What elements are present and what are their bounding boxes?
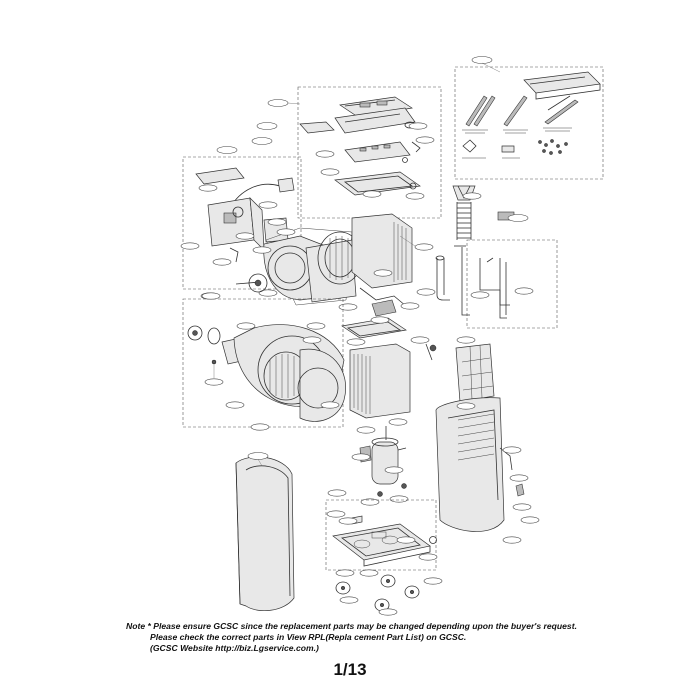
compressor-group (351, 426, 409, 506)
caster-wheels (335, 574, 420, 612)
replacement-parts-note: Note * Please ensure GCSC since the repl… (126, 621, 686, 654)
blower-housing-group (248, 213, 434, 330)
base-pan-group (325, 489, 443, 616)
accessory-kit-group (454, 56, 604, 180)
side-cabinet-panel (235, 452, 295, 612)
control-panel-group (267, 86, 442, 219)
note-line-3: (GCSC Website http://biz.Lgservice.com.) (150, 643, 319, 653)
page-number: 1/13 (333, 660, 367, 679)
front-panel-group (435, 336, 540, 544)
note-line-2: Please check the correct parts in View R… (150, 632, 467, 642)
note-line-1: Note * Please ensure GCSC since the repl… (126, 621, 577, 631)
condenser-coil-group (341, 299, 437, 434)
condenser-fan-group (182, 292, 346, 431)
exhaust-duct-group (416, 185, 558, 329)
